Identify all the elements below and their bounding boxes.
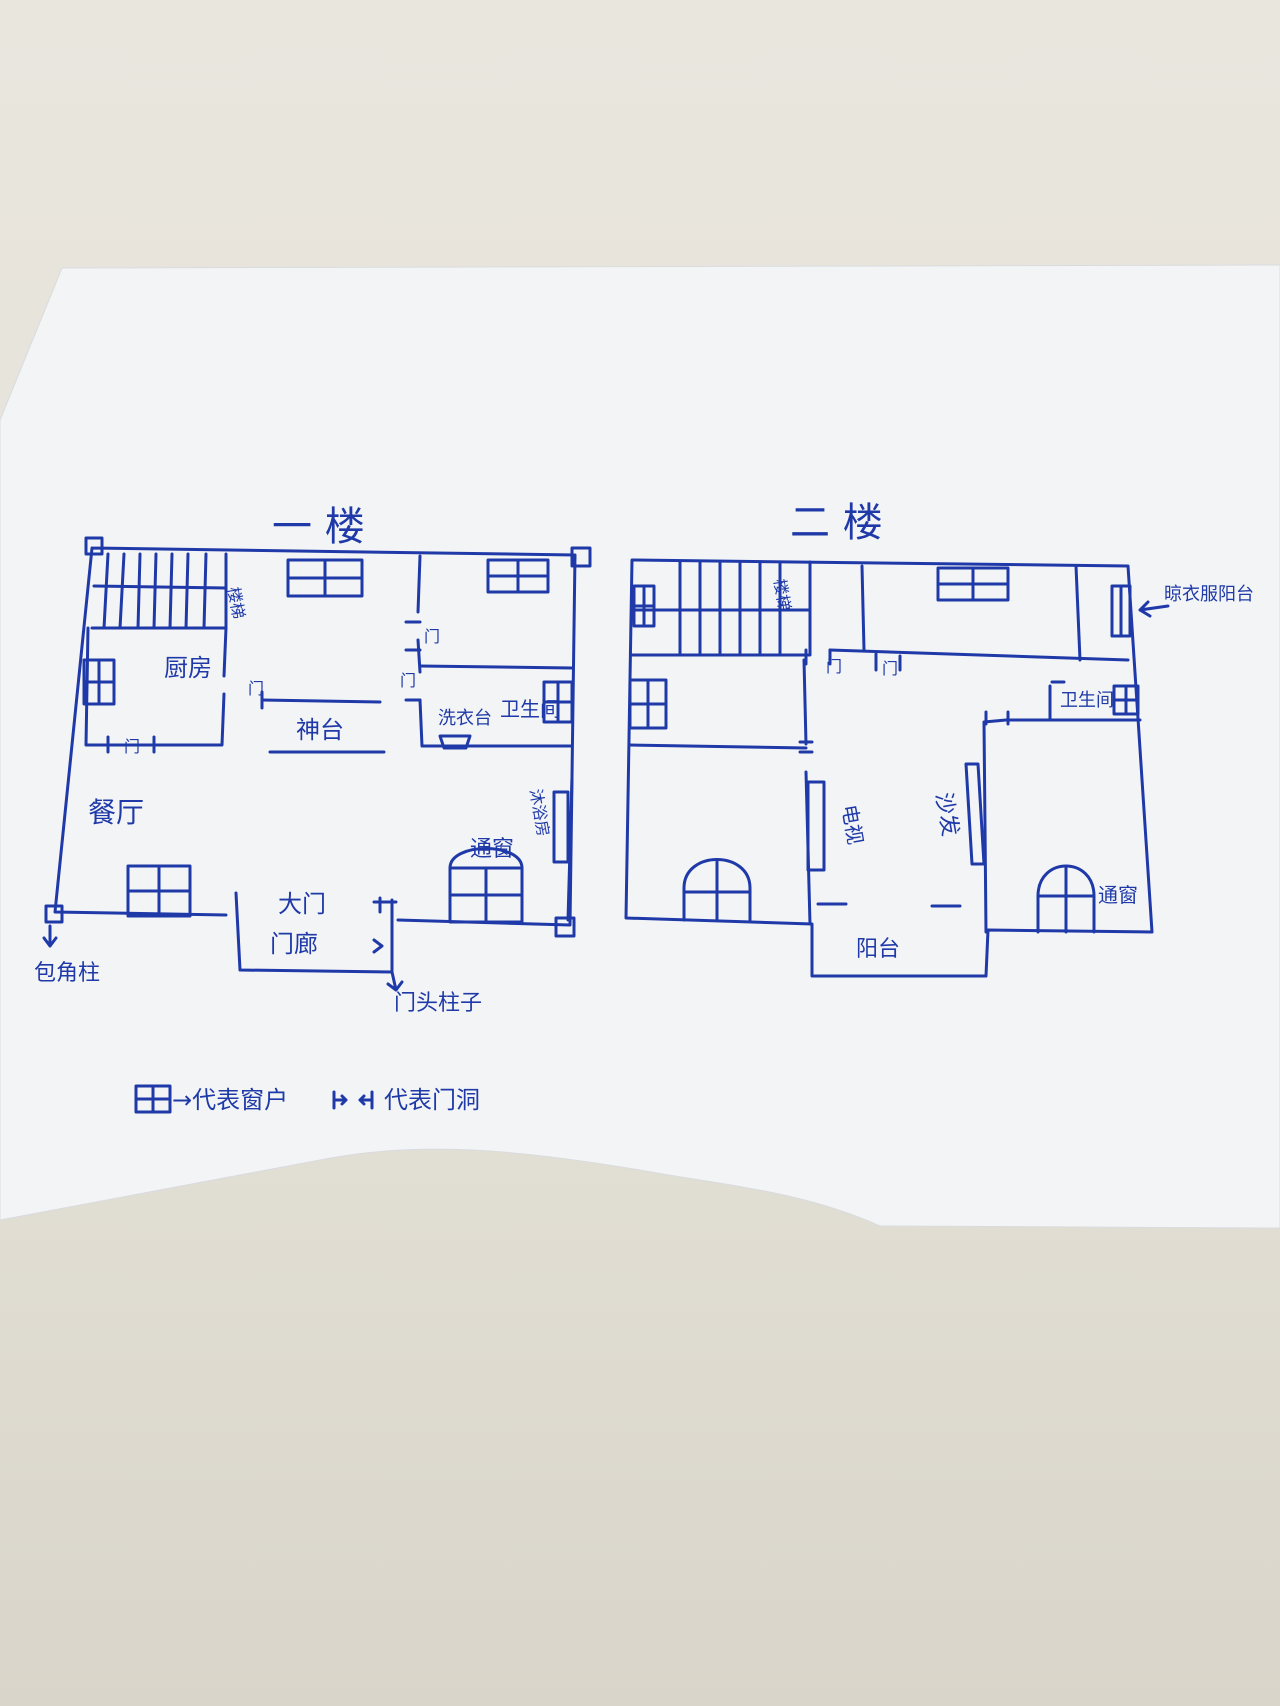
corner-column-arrow: [42, 924, 58, 948]
window-icon: [632, 584, 656, 628]
arched-window-icon: [1036, 864, 1096, 934]
door-label: 门: [826, 657, 842, 676]
stair-landing-wall: [628, 743, 808, 750]
corner-column-se: [554, 916, 576, 938]
first-floor-stairs: [90, 552, 228, 630]
door-pillar-marker: [372, 938, 384, 954]
tv-unit: [806, 780, 826, 872]
window-icon: [1110, 584, 1132, 638]
door-label: 门: [124, 737, 140, 756]
window-icon: [936, 566, 1010, 602]
window-icon: [286, 558, 364, 598]
laundry-label: 洗衣台: [438, 708, 492, 729]
door-pillar-arrow: [386, 970, 404, 992]
second-floor-stairs: [630, 560, 812, 657]
legend-window-symbol: [134, 1084, 172, 1114]
doorway-stairs: [804, 648, 832, 666]
clothes-drying-label: 晾衣服阳台: [1164, 584, 1254, 605]
door-label: 门: [424, 627, 440, 646]
door-pillar-label: 门头柱子: [394, 991, 482, 1016]
balcony-label: 阳台: [856, 937, 900, 962]
bathroom-label: 卫生间: [500, 697, 560, 721]
porch-label: 门廊: [270, 930, 318, 958]
drying-arrow: [1138, 600, 1170, 618]
legend-doorway-text: 代表门洞: [384, 1086, 480, 1114]
shower-panel: [552, 790, 570, 864]
door-label: 门: [882, 659, 898, 678]
legend-window-text: →代表窗户: [172, 1086, 288, 1114]
doorway-kitchen-dining: [106, 735, 156, 754]
skylight-arc: [448, 847, 524, 870]
window-icon: [126, 864, 192, 918]
altar-wall: [260, 698, 382, 704]
doorway-upper-bath: [404, 620, 422, 652]
door-label: 门: [248, 679, 264, 698]
door-label: 门: [400, 671, 416, 690]
doorway-bedroom: [984, 710, 1010, 726]
skylight-label: 通窗: [1098, 883, 1138, 907]
window-icon: [486, 558, 550, 594]
sofa: [964, 762, 986, 866]
doorway-upper: [874, 652, 902, 672]
corner-column-sw: [44, 904, 64, 924]
upper-rooms-wall: [828, 648, 1130, 662]
window-icon: [1112, 684, 1140, 716]
corner-column-nw: [84, 536, 104, 556]
arched-window-icon: [682, 858, 752, 922]
second-floor-outer-wall: [624, 558, 1154, 978]
corner-column-label: 包角柱: [34, 961, 100, 986]
first-floor-title: 一 楼: [272, 504, 365, 550]
legend-doorway-symbol: [332, 1090, 374, 1110]
second-floor-title: 二 楼: [790, 500, 883, 546]
kitchen-label: 厨房: [164, 654, 212, 682]
window-icon: [82, 658, 116, 706]
laundry-sink: [438, 734, 472, 750]
doorway-landing: [798, 740, 814, 754]
second-floor-plan: [624, 558, 1170, 978]
bathroom-label: 卫生间: [1060, 690, 1114, 711]
altar-label: 神台: [296, 716, 344, 744]
window-icon: [542, 680, 574, 724]
bathroom-wall-n: [418, 664, 574, 670]
upper-rooms-divider: [860, 564, 1082, 662]
shower-wall: [566, 776, 574, 922]
first-floor-plan: [44, 536, 592, 974]
main-door-label: 大门: [278, 890, 326, 918]
window-icon: [448, 866, 524, 924]
corner-column-ne: [570, 546, 592, 568]
window-icon: [628, 678, 668, 730]
porch-walls: [234, 891, 394, 974]
skylight-label: 通窗: [470, 837, 514, 862]
dining-label: 餐厅: [88, 796, 144, 829]
